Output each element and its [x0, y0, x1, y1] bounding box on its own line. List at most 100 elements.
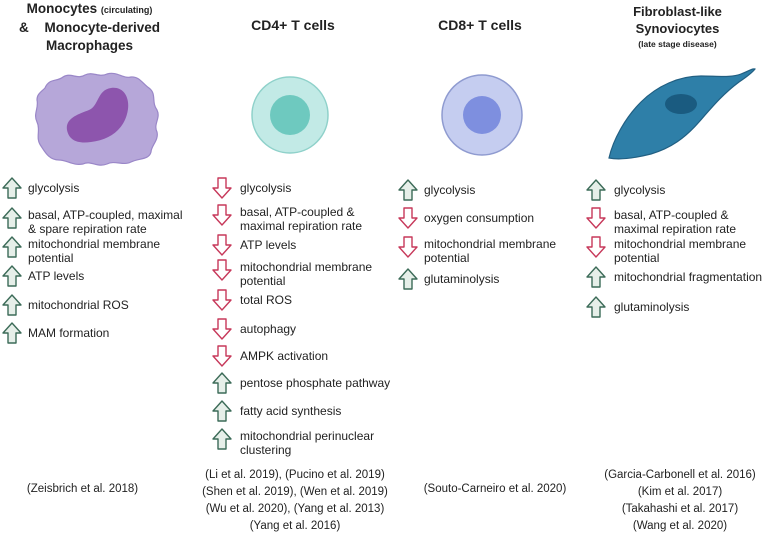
item-label-line: potential	[424, 251, 470, 265]
arrow-up-icon	[2, 236, 22, 258]
arrow-up-icon	[2, 207, 22, 229]
item-label: autophagy	[240, 322, 296, 336]
item-label-line: total ROS	[240, 293, 293, 307]
item-label-line: potential	[614, 251, 660, 265]
monocyte-icon	[34, 72, 159, 166]
item-label-line: potential	[240, 274, 286, 288]
reference-line: (Yang et al. 2016)	[249, 520, 341, 532]
item-label-line: maximal repiration rate	[614, 222, 737, 236]
item-label-line: maximal repiration rate	[240, 219, 363, 233]
reference-line: (Garcia-Carbonell et al. 2016)	[604, 469, 756, 481]
cd4-t-cell-icon	[251, 76, 329, 154]
item-label: total ROS	[240, 293, 292, 307]
arrow-down-icon	[586, 236, 606, 258]
item-label-line: glycolysis	[614, 183, 666, 197]
item-label-line: mitochondrial membrane	[614, 237, 747, 251]
reference-line: (Kim et al. 2017)	[637, 486, 723, 498]
arrow-down-icon	[212, 345, 232, 367]
header-monocytes: Monocytes (circulating) & Monocyte-deriv…	[2, 1, 177, 54]
reference-line: (Shen et al. 2019), (Wen et al. 2019)	[202, 486, 388, 498]
header-cd8: CD8+ T cells	[438, 17, 522, 33]
item-label-line: pentose phosphate pathway	[240, 376, 391, 390]
item-label-line: potential	[28, 251, 74, 265]
header-monocytes-line2: Monocyte-derived	[44, 20, 161, 35]
item-label: AMPK activation	[240, 349, 328, 363]
item-label-line: mitochondrial ROS	[28, 298, 129, 312]
arrow-down-icon	[212, 318, 232, 340]
item-label: glycolysis	[424, 183, 475, 197]
arrow-down-icon	[586, 207, 606, 229]
arrow-up-icon	[2, 294, 22, 316]
arrow-up-icon	[212, 372, 232, 394]
item-label-line: MAM formation	[28, 326, 110, 340]
item-label-line: fatty acid synthesis	[240, 404, 342, 418]
arrow-up-icon	[586, 266, 606, 288]
item-label: MAM formation	[28, 326, 109, 340]
item-label: mitochondrial ROS	[28, 298, 129, 312]
header-monocytes-amp: &	[18, 20, 29, 35]
item-label-line: & spare repiration rate	[28, 222, 147, 236]
arrow-up-icon	[398, 179, 418, 201]
item-label-line: glutaminolysis	[614, 300, 690, 314]
item-label: glycolysis	[240, 181, 291, 195]
item-label: fatty acid synthesis	[240, 404, 341, 418]
arrow-up-icon	[2, 322, 22, 344]
item-label-line: AMPK activation	[240, 349, 329, 363]
header-fls: Fibroblast-like Synoviocytes (late stage…	[590, 4, 765, 50]
reference-block: (Garcia-Carbonell et al. 2016) (Kim et al…	[595, 467, 765, 535]
arrow-down-icon	[398, 236, 418, 258]
item-label-line: mitochondrial membrane	[28, 237, 161, 251]
item-label: pentose phosphate pathway	[240, 376, 390, 390]
header-fls-line2: Synoviocytes	[635, 21, 720, 36]
item-label: ATP levels	[240, 238, 296, 252]
arrow-up-icon	[212, 428, 232, 450]
arrow-up-icon	[212, 400, 232, 422]
item-label-line: glycolysis	[240, 181, 292, 195]
arrow-up-icon	[586, 179, 606, 201]
item-label: glycolysis	[614, 183, 665, 197]
item-label: basal, ATP-coupled &maximal repiration r…	[614, 208, 736, 236]
item-label-line: mitochondrial fragmentation	[614, 270, 763, 284]
arrow-down-icon	[212, 177, 232, 199]
item-label-line: basal, ATP-coupled, maximal	[28, 208, 183, 222]
item-label-line: mitochondrial perinuclear	[240, 429, 375, 443]
item-label: oxygen consumption	[424, 211, 534, 225]
item-label-line: ATP levels	[240, 238, 297, 252]
item-label-line: basal, ATP-coupled &	[614, 208, 729, 222]
arrow-up-icon	[586, 296, 606, 318]
item-label: basal, ATP-coupled, maximal& spare repir…	[28, 208, 183, 236]
item-label: ATP levels	[28, 269, 84, 283]
arrow-down-icon	[398, 207, 418, 229]
item-label-line: glycolysis	[28, 181, 80, 195]
cd8-t-cell-icon	[441, 74, 523, 156]
reference-line: (Wang et al. 2020)	[632, 520, 728, 532]
item-label: glycolysis	[28, 181, 79, 195]
arrow-up-icon	[2, 265, 22, 287]
header-fls-small: (late stage disease)	[638, 39, 717, 49]
reference-line: (Zeisbrich et al. 2018)	[26, 483, 139, 495]
item-label: glutaminolysis	[424, 272, 499, 286]
header-monocytes-line3: Macrophages	[45, 38, 134, 53]
reference-block: (Li et al. 2019), (Pucino et al. 2019)(S…	[195, 467, 395, 535]
header-monocytes-small: (circulating)	[100, 5, 153, 15]
item-label-line: glycolysis	[424, 183, 476, 197]
item-label-line: basal, ATP-coupled &	[240, 205, 355, 219]
item-label-line: oxygen consumption	[424, 211, 535, 225]
arrow-up-icon	[2, 177, 22, 199]
fibroblast-icon	[608, 68, 756, 160]
item-label-line: mitochondrial membrane	[424, 237, 557, 251]
arrow-down-icon	[212, 204, 232, 226]
reference-line: (Souto-Carneiro et al. 2020)	[423, 483, 567, 495]
item-label-line: ATP levels	[28, 269, 85, 283]
arrow-up-icon	[398, 268, 418, 290]
item-label-line: clustering	[240, 443, 292, 457]
item-label-line: mitochondrial membrane	[240, 260, 373, 274]
item-label: basal, ATP-coupled &maximal repiration r…	[240, 205, 362, 233]
item-label: mitochondrial fragmentation	[614, 270, 762, 284]
arrow-down-icon	[212, 234, 232, 256]
header-monocytes-line1: Monocytes	[26, 1, 98, 16]
arrow-down-icon	[212, 289, 232, 311]
